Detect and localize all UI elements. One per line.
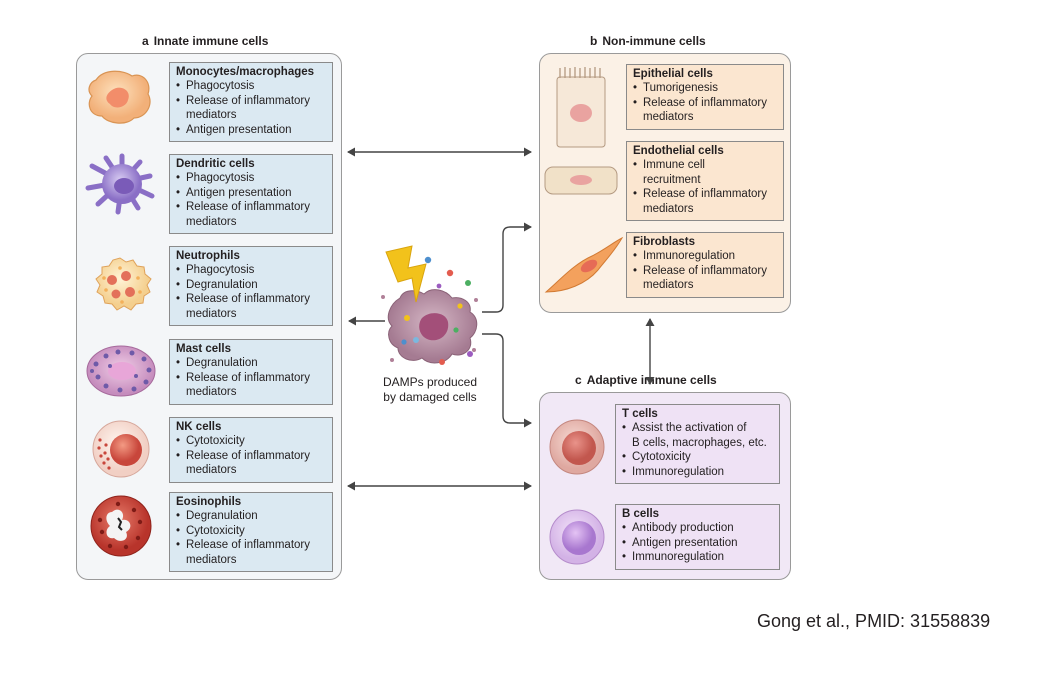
damp-particles xyxy=(401,256,473,365)
damps-label-line1: DAMPs produced xyxy=(382,375,478,389)
neutrophils-box: Neutrophils Phagocytosis Degranulation R… xyxy=(169,246,333,326)
nk-cells-box: NK cells Cytotoxicity Release of inflamm… xyxy=(169,417,333,483)
lightning-icon xyxy=(385,245,427,303)
function-item: mediators xyxy=(186,464,237,477)
neutrophil-icon xyxy=(95,257,152,311)
function-item: Release of inflammatory xyxy=(176,371,326,386)
function-item: Release of inflammatory xyxy=(633,264,777,279)
function-item: Degranulation xyxy=(176,356,326,371)
epithelial-cell-icon xyxy=(556,67,606,148)
cell-name: T cells xyxy=(622,408,658,420)
function-item: Release of inflammatory xyxy=(176,200,326,215)
function-list: Degranulation Cytotoxicity Release of in… xyxy=(176,509,326,567)
function-item: Phagocytosis xyxy=(176,263,326,278)
function-item: Release of inflammatory xyxy=(633,187,777,202)
mast-cell-icon xyxy=(86,345,156,397)
fibroblasts-box: Fibroblasts Immunoregulation Release of … xyxy=(626,232,784,298)
function-list: Phagocytosis Antigen presentation Releas… xyxy=(176,171,326,229)
arrow-damps-to-adaptive xyxy=(482,333,532,428)
function-item: Immunoregulation xyxy=(622,465,773,480)
b-cell-icon xyxy=(549,509,605,565)
endothelial-box: Endothelial cells Immune cell recruitmen… xyxy=(626,141,784,221)
cell-name: Eosinophils xyxy=(176,496,242,508)
function-item: mediators xyxy=(643,202,694,215)
function-item: mediators xyxy=(186,307,237,320)
cell-name: Neutrophils xyxy=(176,250,240,262)
arrow-damps-to-nonimmune xyxy=(482,222,532,313)
damaged-cell-icon xyxy=(381,289,478,364)
function-item: Tumorigenesis xyxy=(633,81,777,96)
function-item: mediators xyxy=(643,279,694,292)
function-item: Immune cell xyxy=(633,158,777,173)
cell-name: Mast cells xyxy=(176,343,231,355)
function-item: Cytotoxicity xyxy=(176,524,326,539)
function-item: Immunoregulation xyxy=(633,249,777,264)
function-item: mediators xyxy=(186,215,237,228)
cell-name: B cells xyxy=(622,508,660,520)
function-item: mediators xyxy=(186,386,237,399)
function-item: Release of inflammatory xyxy=(633,96,777,111)
cell-name: Monocytes/macrophages xyxy=(176,66,315,78)
cell-name: NK cells xyxy=(176,421,222,433)
function-list: Immunoregulation Release of inflammatory… xyxy=(633,249,777,292)
function-list: Antibody production Antigen presentation… xyxy=(622,521,773,565)
function-item: Immunoregulation xyxy=(622,550,773,565)
eosinophil-icon xyxy=(90,495,152,557)
damps-label-line2: by damaged cells xyxy=(383,390,477,404)
function-list: Assist the activation of B cells, macrop… xyxy=(622,421,773,479)
function-item: Release of inflammatory xyxy=(176,538,326,553)
macrophage-icon xyxy=(88,70,151,124)
function-item: mediators xyxy=(186,553,237,566)
function-item: Antigen presentation xyxy=(622,536,773,551)
eosinophils-box: Eosinophils Degranulation Cytotoxicity R… xyxy=(169,492,333,572)
function-item: Release of inflammatory xyxy=(176,94,326,109)
function-list: Immune cell recruitment Release of infla… xyxy=(633,158,777,216)
b-cells-box: B cells Antibody production Antigen pres… xyxy=(615,504,780,570)
function-item: Antigen presentation xyxy=(176,186,326,201)
function-item: mediators xyxy=(643,111,694,124)
function-item: Release of inflammatory xyxy=(176,292,326,307)
function-list: Degranulation Release of inflammatory me… xyxy=(176,356,326,399)
t-cells-box: T cells Assist the activation of B cells… xyxy=(615,404,780,484)
epithelial-box: Epithelial cells Tumorigenesis Release o… xyxy=(626,64,784,130)
function-item: Degranulation xyxy=(176,278,326,293)
nk-cell-icon xyxy=(92,420,150,478)
cell-name: Endothelial cells xyxy=(633,145,724,157)
fibroblast-icon xyxy=(544,236,624,293)
arrows xyxy=(347,147,655,491)
function-item: Phagocytosis xyxy=(176,171,326,186)
t-cell-icon xyxy=(549,419,605,475)
function-list: Phagocytosis Degranulation Release of in… xyxy=(176,263,326,321)
cell-name: Fibroblasts xyxy=(633,236,695,248)
cell-name: Dendritic cells xyxy=(176,158,255,170)
citation: Gong et al., PMID: 31558839 xyxy=(757,611,991,631)
function-item: Antigen presentation xyxy=(176,123,326,138)
function-item: mediators xyxy=(186,109,237,122)
endothelial-cell-icon xyxy=(544,166,618,195)
mast-cells-box: Mast cells Degranulation Release of infl… xyxy=(169,339,333,405)
function-item: Cytotoxicity xyxy=(176,434,326,449)
function-item: B cells, macrophages, etc. xyxy=(632,436,767,449)
function-item: Degranulation xyxy=(176,509,326,524)
dendritic-cell-icon xyxy=(85,153,155,215)
function-item: Cytotoxicity xyxy=(622,450,773,465)
function-list: Phagocytosis Release of inflammatory med… xyxy=(176,79,326,137)
function-item: Release of inflammatory xyxy=(176,449,326,464)
monocytes-box: Monocytes/macrophages Phagocytosis Relea… xyxy=(169,62,333,142)
function-list: Cytotoxicity Release of inflammatory med… xyxy=(176,434,326,477)
damps-label: DAMPs produced by damaged cells xyxy=(372,375,488,405)
function-item: Phagocytosis xyxy=(176,79,326,94)
function-item: Assist the activation of xyxy=(622,421,773,436)
function-list: Tumorigenesis Release of inflammatory me… xyxy=(633,81,777,124)
function-item: recruitment xyxy=(643,173,701,186)
dendritic-box: Dendritic cells Phagocytosis Antigen pre… xyxy=(169,154,333,234)
cell-name: Epithelial cells xyxy=(633,68,713,80)
function-item: Antibody production xyxy=(622,521,773,536)
